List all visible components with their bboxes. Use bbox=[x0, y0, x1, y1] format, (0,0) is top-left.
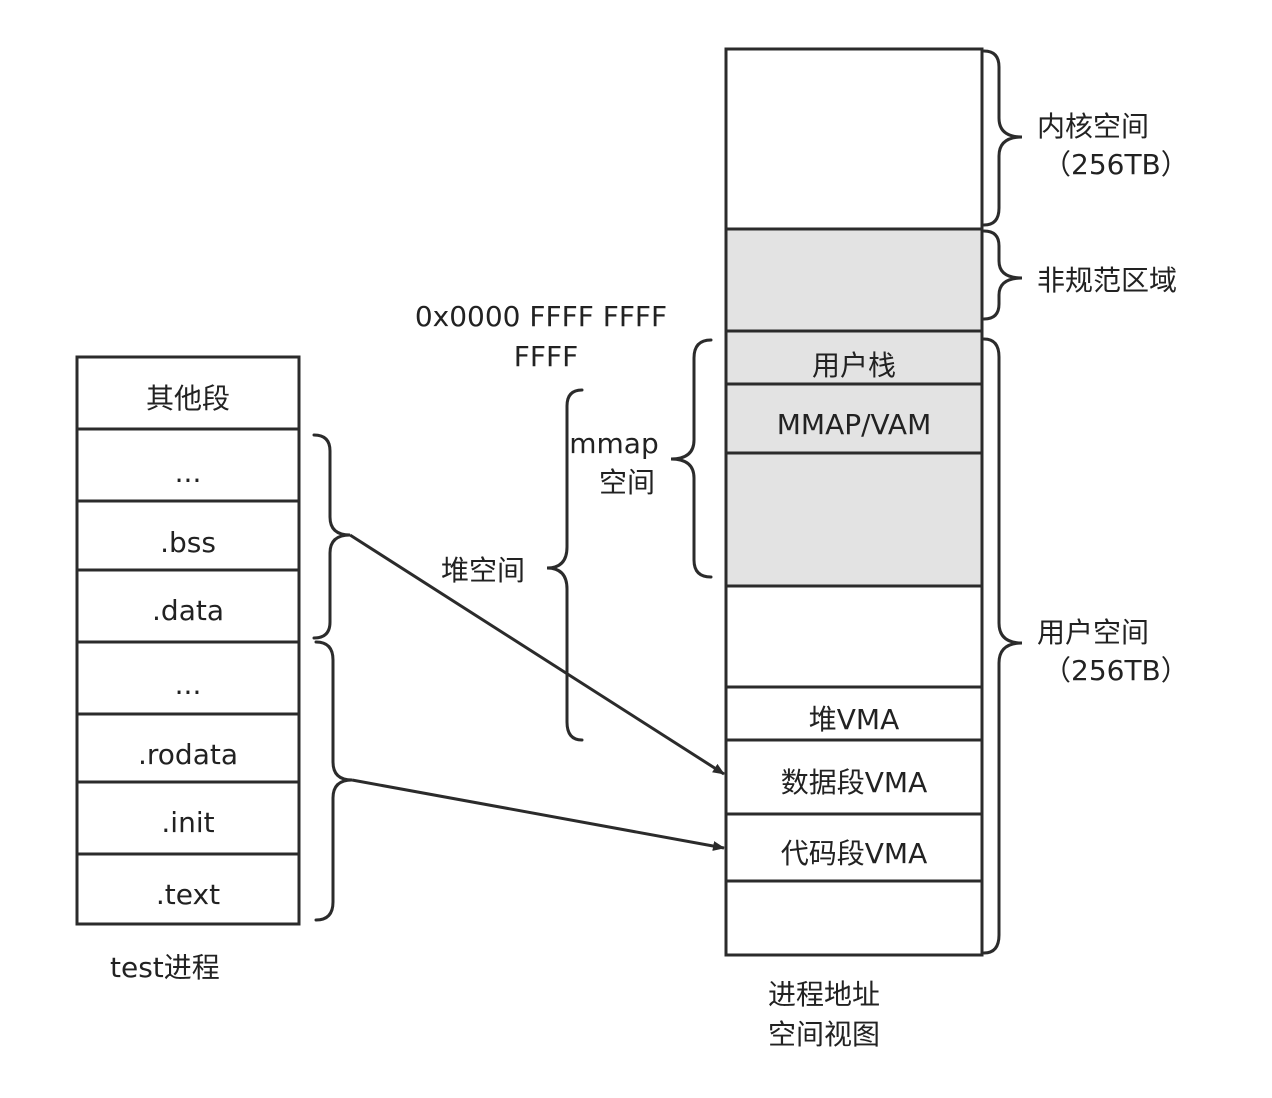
brace-noncanonical bbox=[982, 229, 1023, 321]
address-space-caption-line1: 进程地址 bbox=[768, 978, 880, 1011]
segment-rodata bbox=[75, 712, 301, 784]
region-gap bbox=[724, 584, 984, 689]
brace-data-group bbox=[312, 433, 351, 640]
segment-label: .bss bbox=[160, 526, 216, 559]
segment-label: .text bbox=[156, 878, 220, 911]
segment-label: ... bbox=[175, 668, 202, 701]
brace-heap-space bbox=[546, 388, 584, 742]
region-mmap-free bbox=[724, 451, 984, 588]
region-kernel-space bbox=[724, 47, 984, 231]
region-heap-vma bbox=[724, 685, 984, 742]
brace-mmap-space bbox=[670, 338, 713, 579]
code-vma-label: 代码段VMA bbox=[781, 837, 927, 870]
segment-label: .rodata bbox=[138, 738, 238, 771]
noncanonical-label: 非规范区域 bbox=[1037, 264, 1177, 297]
kernel-space-label: 内核空间 bbox=[1037, 110, 1149, 143]
boundary-address-line2: FFFF bbox=[514, 340, 578, 373]
mmap-space-label-line1: mmap bbox=[569, 427, 658, 460]
segment-other bbox=[75, 355, 301, 431]
segment-label: .init bbox=[161, 806, 214, 839]
data-vma-label: 数据段VMA bbox=[781, 766, 927, 799]
segment-label: .data bbox=[152, 594, 224, 627]
brace-user-space bbox=[982, 337, 1023, 955]
kernel-space-size: （256TB） bbox=[1043, 148, 1189, 181]
heap-space-label: 堆空间 bbox=[441, 554, 525, 587]
mmap-vam-label: MMAP/VAM bbox=[777, 408, 931, 441]
region-bottom bbox=[724, 879, 984, 957]
segment-label: 其他段 bbox=[146, 382, 230, 415]
brace-kernel-space bbox=[982, 49, 1023, 227]
process-caption: test进程 bbox=[110, 951, 220, 984]
mmap-space-label-line2: 空间 bbox=[599, 466, 655, 499]
user-space-size: （256TB） bbox=[1043, 654, 1189, 687]
brace-code-group bbox=[314, 640, 353, 922]
region-noncanonical bbox=[724, 227, 984, 333]
region-mmap-vam bbox=[724, 382, 984, 455]
arrow-to-data-vma bbox=[349, 533, 725, 776]
segment-label: ... bbox=[175, 456, 202, 489]
segment-ellipsis-1 bbox=[75, 427, 301, 503]
segment-text bbox=[75, 852, 301, 926]
address-space-column: 用户栈 MMAP/VAM 堆VMA 数据段VMA 代码段VMA 进程地址 空间视… bbox=[724, 47, 984, 1051]
region-data-vma bbox=[724, 738, 984, 816]
user-stack-label: 用户栈 bbox=[812, 349, 896, 382]
process-segment-table: 其他段 ... .bss .data ... .rodata .init .te… bbox=[75, 355, 301, 984]
address-space-caption-line2: 空间视图 bbox=[768, 1018, 880, 1051]
segment-data bbox=[75, 568, 301, 644]
user-space-label: 用户空间 bbox=[1037, 616, 1149, 649]
arrow-to-code-vma bbox=[351, 778, 725, 851]
heap-vma-label: 堆VMA bbox=[809, 703, 899, 736]
boundary-address-line1: 0x0000 FFFF FFFF bbox=[415, 300, 667, 333]
